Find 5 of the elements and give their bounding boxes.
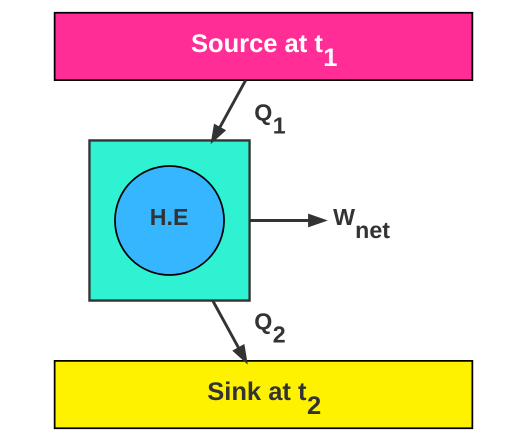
arrow bbox=[210, 80, 246, 144]
arrow bbox=[249, 214, 328, 228]
arrow bbox=[210, 300, 248, 365]
cluster bbox=[88, 139, 250, 302]
node-circle: H.E bbox=[114, 165, 224, 276]
